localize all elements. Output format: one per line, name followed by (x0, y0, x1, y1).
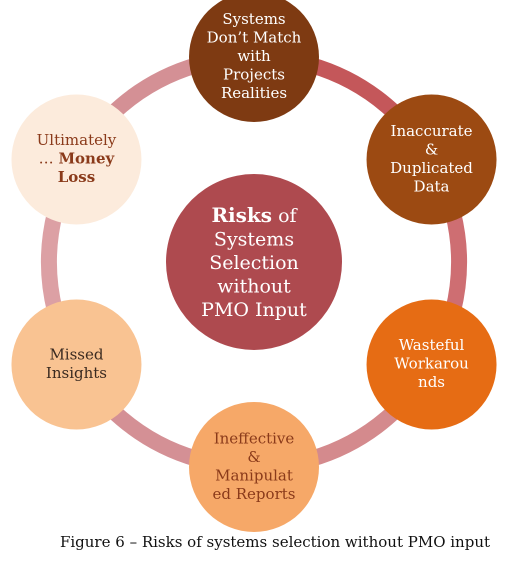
node-systems-dont-match-line-0: Systems (222, 10, 285, 28)
node-missed-insights-text: Insights (46, 364, 107, 382)
node-systems-dont-match-text: Systems (222, 10, 285, 28)
node-systems-dont-match-text: Projects (223, 66, 285, 84)
node-ineffective-reports-line-1: & (247, 448, 260, 466)
node-wasteful-workarounds-text: Wasteful (399, 336, 465, 354)
node-wasteful-workarounds-line-0: Wasteful (399, 336, 465, 354)
center-line-0: Risks of (211, 203, 298, 227)
node-inaccurate-data-text: & (425, 140, 438, 158)
center-text: Risks (211, 203, 272, 227)
node-circle (11, 94, 142, 225)
node-money-loss-line-1: … Money (39, 150, 116, 168)
node-missed-insights-text: Missed (49, 345, 103, 363)
node-inaccurate-data-line-0: Inaccurate (391, 122, 473, 140)
node-circle (11, 299, 142, 430)
node-inaccurate-data-line-1: & (425, 140, 438, 158)
node-money-loss-line-0: Ultimately (37, 131, 117, 149)
node-inaccurate-data-text: Inaccurate (391, 122, 473, 140)
node-systems-dont-match-line-4: Realities (221, 84, 287, 102)
node-systems-dont-match-text: Realities (221, 84, 287, 102)
center-circle (166, 174, 342, 350)
node-ineffective-reports-line-0: Ineffective (214, 429, 295, 447)
node-wasteful-workarounds-text: nds (418, 373, 445, 391)
node-inaccurate-data-line-3: Data (414, 177, 450, 195)
center-text: without (217, 276, 291, 298)
center-text: of (272, 205, 298, 227)
node-systems-dont-match-line-3: Projects (223, 66, 285, 84)
node-wasteful-workarounds-line-1: Workarou (394, 355, 469, 373)
node-systems-dont-match-text: Don’t Match (207, 29, 302, 47)
node-systems-dont-match-line-1: Don’t Match (207, 29, 302, 47)
node-systems-dont-match-text: with (237, 47, 271, 65)
node-ineffective-reports-text: Manipulat (215, 466, 293, 484)
center-text: Selection (209, 252, 299, 274)
node-inaccurate-data-text: Data (414, 177, 450, 195)
center-line-2: Selection (209, 252, 299, 274)
node-systems-dont-match-line-2: with (237, 47, 271, 65)
center-text: PMO Input (201, 299, 307, 321)
node-ineffective-reports-text: & (247, 448, 260, 466)
figure-caption: Figure 6 – Risks of systems selection wi… (59, 533, 491, 551)
connector-2 (308, 403, 402, 467)
center-text: Systems (214, 229, 294, 251)
node-money-loss-text: Loss (58, 168, 95, 186)
cycle-connectors (41, 57, 467, 467)
node-missed-insights-line-0: Missed (49, 345, 103, 363)
node-circle (366, 299, 497, 430)
node-missed-insights-line-1: Insights (46, 364, 107, 382)
node-money-loss-text: … (39, 150, 59, 168)
node-wasteful-workarounds-text: Workarou (394, 355, 469, 373)
connector-3 (106, 403, 200, 467)
node-money-loss-line-2: Loss (58, 168, 95, 186)
node-wasteful-workarounds-line-2: nds (418, 373, 445, 391)
node-ineffective-reports-text: ed Reports (213, 485, 296, 503)
center-line-1: Systems (214, 229, 294, 251)
node-circle (366, 94, 497, 225)
node-ineffective-reports-line-2: Manipulat (215, 466, 293, 484)
node-ineffective-reports-text: Ineffective (214, 429, 295, 447)
node-circle (189, 402, 319, 532)
node-inaccurate-data-line-2: Duplicated (390, 159, 473, 177)
node-circle (189, 0, 319, 122)
center-line-4: PMO Input (201, 299, 307, 321)
connector-0 (308, 57, 402, 121)
connector-1 (445, 210, 467, 314)
node-ineffective-reports-line-3: ed Reports (213, 485, 296, 503)
connector-5 (106, 57, 200, 121)
node-money-loss-text: Money (58, 150, 115, 168)
connector-4 (41, 210, 63, 314)
node-money-loss-text: Ultimately (37, 131, 117, 149)
center-line-3: without (217, 276, 291, 298)
node-inaccurate-data-text: Duplicated (390, 159, 473, 177)
